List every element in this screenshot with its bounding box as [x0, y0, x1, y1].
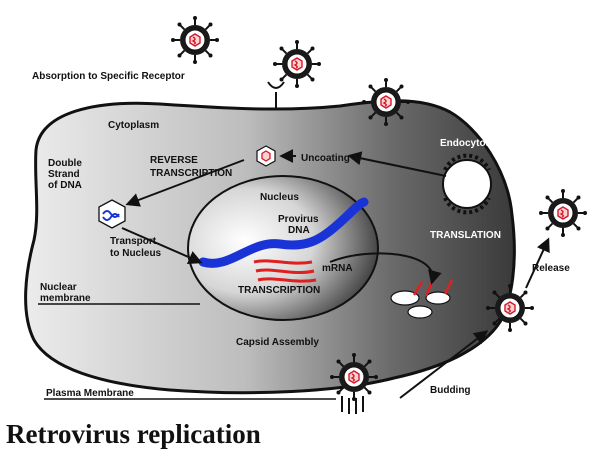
label-double-strand-3: of DNA	[48, 180, 82, 191]
label-transport-2: to Nucleus	[110, 248, 162, 259]
label-uncoating: Uncoating	[301, 153, 350, 164]
arrow-mrna-to-translation	[329, 252, 442, 285]
arrow-budding	[399, 330, 489, 399]
label-nucleus: Nucleus	[260, 192, 299, 203]
label-capsid-assembly: Capsid Assembly	[236, 337, 319, 348]
virus-icon	[272, 39, 322, 89]
dsdna-particle-icon	[98, 199, 126, 229]
label-transcription: TRANSCRIPTION	[238, 285, 320, 296]
label-endocytosis: Endocytosis	[440, 138, 500, 149]
core-particle-icon	[256, 145, 276, 167]
label-nuclear-membrane-2: membrane	[40, 293, 91, 304]
virus-icon	[361, 77, 411, 127]
label-reverse-2: TRANSCRIPTION	[150, 168, 232, 179]
label-absorption: Absorption to Specific Receptor	[32, 71, 185, 82]
endocytosis-vesicle-icon	[442, 153, 492, 215]
label-provirus-2: DNA	[288, 225, 310, 236]
label-nuclear-membrane-1: Nuclear	[40, 282, 77, 293]
arrow-endocytosis-to-uncoating	[347, 151, 447, 177]
receptor-icon	[267, 81, 285, 108]
arrow-release	[525, 237, 550, 289]
label-translation: TRANSLATION	[430, 230, 501, 241]
label-double-strand-2: Strand	[48, 169, 80, 180]
label-plasma-membrane: Plasma Membrane	[46, 388, 134, 399]
virus-icon	[485, 283, 535, 333]
mrna-strand	[255, 268, 315, 275]
caption: Retrovirus replication	[6, 419, 261, 449]
label-double-strand-1: Double	[48, 158, 82, 169]
label-mrna: mRNA	[322, 263, 353, 274]
ribosome-icon	[390, 279, 454, 319]
virus-icon	[170, 15, 220, 65]
mrna-strand	[253, 259, 313, 265]
label-reverse-1: REVERSE	[150, 155, 198, 166]
label-transport-1: Transport	[110, 236, 157, 247]
mrna-strand	[257, 277, 317, 283]
label-release: Release	[532, 263, 570, 274]
arrow-reverse-transcription	[125, 159, 245, 207]
virus-icon	[329, 352, 379, 402]
virus-icon	[538, 188, 588, 238]
arrow-transport-to-nucleus	[121, 227, 203, 264]
label-cytoplasm: Cytoplasm	[108, 120, 159, 131]
provirus-dna	[198, 197, 369, 268]
label-provirus-1: Provirus	[278, 214, 319, 225]
label-budding: Budding	[430, 385, 471, 396]
